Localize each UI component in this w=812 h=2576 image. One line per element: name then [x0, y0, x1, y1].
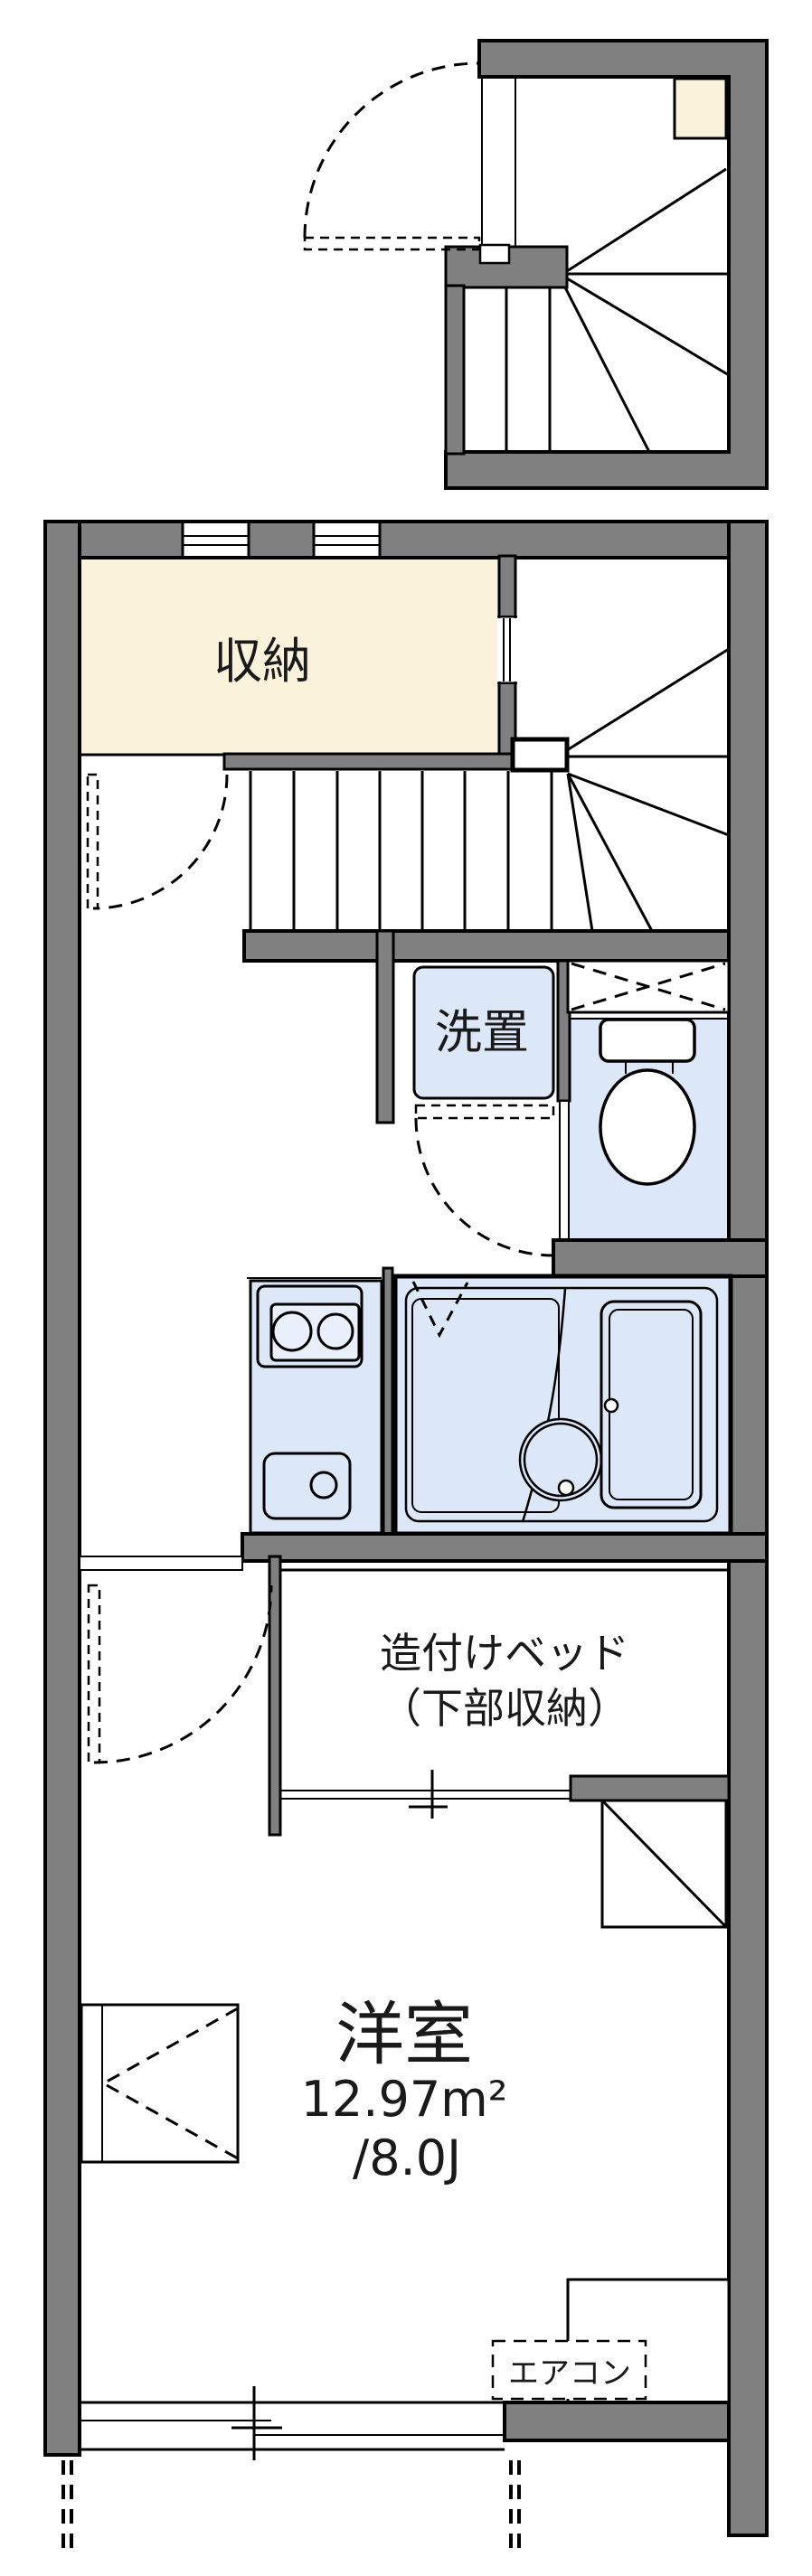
washer-space-box	[412, 965, 555, 1100]
bath-door-fold-icon	[411, 1281, 469, 1339]
bedroom-door-icon	[87, 1584, 273, 1764]
western-room-area-m2: 12.97m²	[301, 2071, 508, 2128]
landing-wall-notch	[478, 243, 511, 265]
south-window-icon	[80, 2386, 505, 2460]
upper-stairs-icon	[462, 167, 730, 453]
unit-bath	[392, 1274, 733, 1537]
stove-icon	[256, 1284, 364, 1368]
bath-door-handle	[603, 1397, 619, 1414]
main-stairs-icon	[249, 647, 730, 932]
sink-icon	[262, 1452, 352, 1520]
closet-stair-window	[497, 616, 517, 684]
landing-left-wall	[444, 284, 466, 456]
upper-entry-door-icon	[303, 61, 481, 251]
toilet-shelf-icon	[566, 959, 731, 1014]
bottom-right-wall	[503, 2401, 731, 2442]
washroom-left-wall	[375, 929, 395, 1124]
bed-label-line2: （下部収納）	[380, 1684, 629, 1733]
bed-label-line1: 造付けベッド	[380, 1629, 629, 1678]
under-closet-wall	[222, 752, 515, 771]
closet-door-icon	[86, 773, 229, 910]
bed-left-wall	[268, 1555, 282, 1837]
right-wall	[727, 520, 769, 2537]
air-conditioner-label: エアコン	[508, 2355, 631, 2392]
toilet-icon	[599, 1018, 696, 1186]
main-floor: 洗置	[43, 520, 769, 2558]
toilet-left-partition	[559, 1100, 570, 1241]
washroom-door-icon	[414, 1104, 555, 1257]
shower-pan	[411, 1298, 560, 1513]
corner-shelf-icon	[600, 1799, 728, 1929]
closet-room	[78, 554, 501, 757]
upper-closet-block	[673, 77, 728, 140]
upper-stair-landing	[303, 39, 769, 490]
washbasin-icon	[518, 1417, 603, 1502]
closet-label: 収納	[213, 633, 311, 690]
bed-right-wall-stub	[569, 1774, 731, 1802]
air-conditioner-box: エアコン	[491, 2339, 647, 2401]
washer-space-label: 洗置	[435, 1006, 529, 1060]
western-room: 洋室 12.97m² /8.0J	[301, 1994, 508, 2186]
western-room-label: 洋室	[335, 1994, 473, 2074]
stair-bottom-wall	[242, 929, 731, 963]
stair-hub-box	[510, 737, 570, 773]
north-window-2	[312, 522, 382, 558]
bedroom-door-threshold	[79, 1556, 243, 1571]
toilet-bottom-wall	[552, 1238, 769, 1278]
north-window-1	[181, 522, 250, 558]
side-cabinet-icon	[80, 2003, 240, 2164]
western-room-area-tatami: /8.0J	[353, 2129, 461, 2186]
bed-top-wall	[241, 1532, 769, 1563]
kitchen-counter	[247, 1277, 383, 1535]
built-in-bed: 造付けベッド （下部収納）	[280, 1568, 729, 1819]
balcony-boundary-marks	[61, 2460, 521, 2558]
left-wall	[43, 520, 81, 2457]
kitchen-bath-wall	[382, 1266, 394, 1536]
top-wall	[43, 520, 769, 559]
